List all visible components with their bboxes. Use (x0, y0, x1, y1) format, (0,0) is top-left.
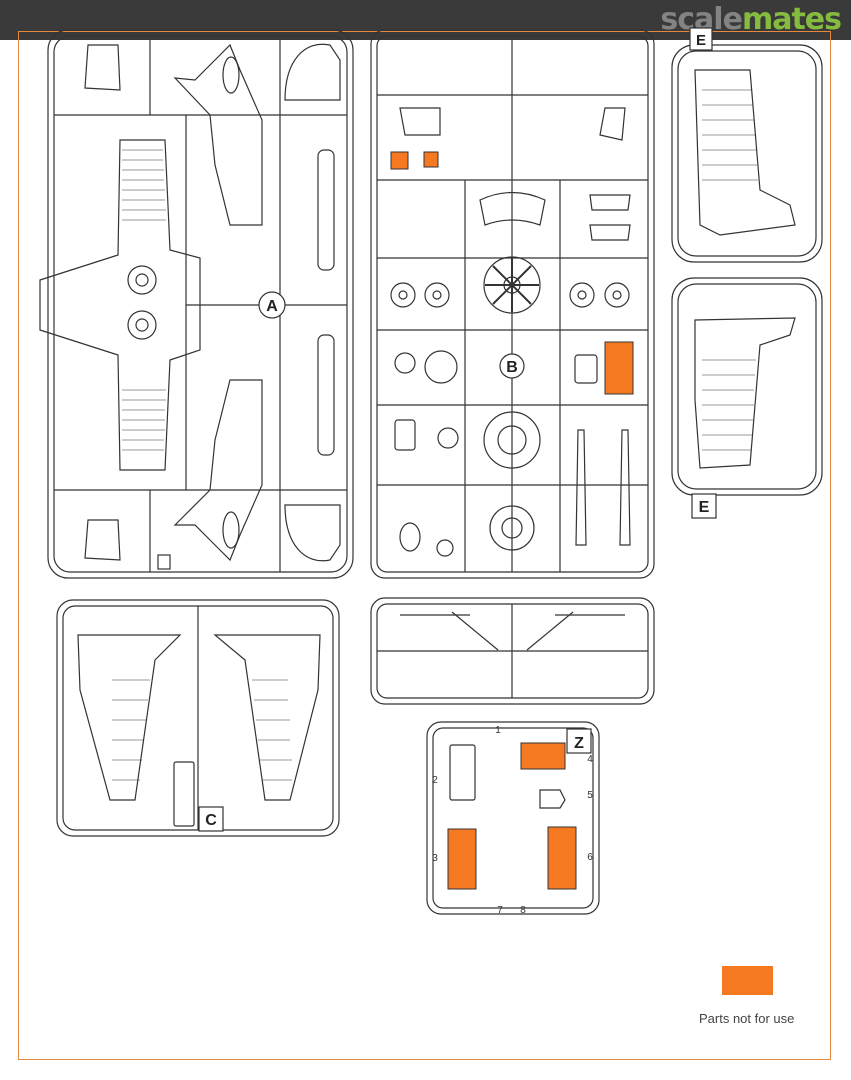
sprue-a-label: A (266, 298, 278, 315)
sprue-a (39, 29, 354, 579)
sprue-e-label-top: E (696, 32, 706, 49)
z-part-number: 2 (432, 775, 438, 786)
sprue-b (370, 29, 655, 579)
z-part-number: 3 (432, 853, 438, 864)
legend-swatch (722, 966, 773, 995)
sprue-c-label: C (205, 812, 217, 829)
sprue-e-label-bottom: E (699, 499, 710, 516)
highlighted-parts-b (390, 151, 634, 395)
z-part-number: 4 (587, 754, 593, 765)
sprue-b-label: B (506, 359, 518, 376)
z-part-number: 6 (587, 852, 593, 863)
part-wing (39, 139, 201, 471)
sprue-z (426, 721, 600, 915)
z-part-number: 8 (520, 905, 526, 916)
legend-label: Parts not for use (699, 1011, 795, 1026)
highlighted-parts-z (447, 742, 577, 890)
sprue-c (56, 599, 340, 837)
sprue-b-lower (370, 597, 655, 705)
header-bar: scalemates (0, 0, 851, 40)
z-part-number: 5 (587, 790, 593, 801)
z-part-number: 7 (497, 905, 503, 916)
sprue-z-label: Z (574, 735, 584, 752)
sprue-e-top (671, 27, 823, 263)
sprue-e-bottom (671, 277, 823, 519)
page-frame (18, 31, 831, 1060)
z-part-number: 1 (495, 725, 501, 736)
